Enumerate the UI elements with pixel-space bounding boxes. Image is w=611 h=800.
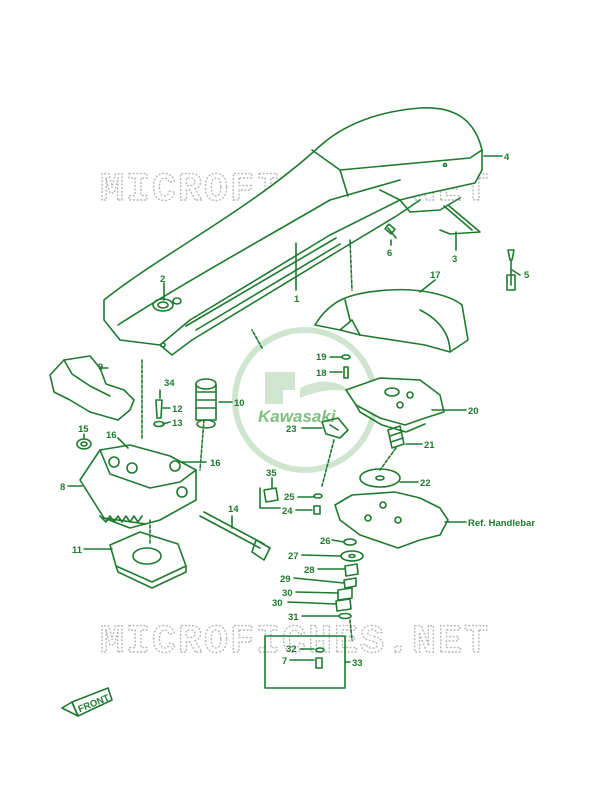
watermark-bottom: MICROFICHES.NET: [100, 620, 490, 665]
holder-plate-20: [345, 377, 445, 433]
bolt-6: [384, 223, 397, 239]
callout-9: 9: [98, 362, 103, 373]
leader-lines: [67, 155, 521, 663]
callout-24: 24: [282, 506, 293, 517]
callout-31: 31: [288, 612, 299, 623]
callout-6: 6: [387, 248, 392, 259]
callout-15: 15: [78, 424, 89, 435]
pivot-bracket-8: [79, 444, 197, 529]
callout-16b: 16: [210, 458, 221, 469]
callout-13: 13: [172, 418, 183, 429]
bolt-24-25: [313, 493, 323, 515]
callout-17: 17: [430, 270, 441, 281]
callout-2: 2: [160, 274, 165, 285]
callout-12: 12: [172, 404, 183, 415]
callout-20: 20: [468, 406, 479, 417]
callout-19: 19: [316, 352, 327, 363]
front-badge: FRONT: [61, 687, 113, 717]
washer-22: [359, 468, 401, 488]
kit-35: [259, 487, 281, 509]
stay-bracket: [439, 204, 481, 235]
callout-10: 10: [234, 398, 245, 409]
callout-35: 35: [266, 468, 277, 479]
callout-29: 29: [280, 574, 291, 585]
base-plate-11: [109, 531, 187, 589]
callout-1: 1: [294, 294, 300, 305]
callout-5: 5: [524, 270, 530, 281]
callout-14: 14: [228, 504, 239, 515]
front-text: FRONT: [77, 693, 112, 716]
callout-22: 22: [420, 478, 431, 489]
clamp-23: [321, 417, 349, 439]
bolt-12-13: [153, 399, 165, 428]
callout-30b: 30: [272, 598, 283, 609]
callout-7: 7: [282, 656, 287, 667]
spacer-21: [387, 425, 405, 449]
rivet-5: [506, 249, 516, 291]
callout-32: 32: [286, 644, 297, 655]
cover-17: [314, 288, 469, 353]
callout-8: 8: [60, 482, 65, 493]
callout-23: 23: [286, 424, 297, 435]
grip-9: [49, 355, 135, 421]
callout-18: 18: [316, 368, 327, 379]
callout-30a: 30: [282, 588, 293, 599]
callout-21: 21: [424, 440, 435, 451]
callout-16a: 16: [106, 430, 117, 441]
part-callouts: 1 2 3 4 5 6 7 8 9 10 11 12 13 14 15 16 1…: [60, 152, 535, 669]
callout-3: 3: [452, 254, 457, 265]
callout-25: 25: [284, 492, 295, 503]
handle-pole: [103, 107, 483, 356]
callout-28: 28: [304, 565, 315, 576]
callout-26: 26: [320, 536, 331, 547]
callout-27: 27: [288, 551, 299, 562]
nut-15: [76, 438, 92, 450]
kawasaki-text: Kawasaki: [258, 407, 337, 426]
bolt-18-19: [341, 354, 351, 379]
callout-4: 4: [504, 152, 510, 163]
long-bolt-14: [199, 511, 271, 561]
handlebar-plate: [334, 491, 449, 549]
callout-33: 33: [352, 658, 363, 669]
callout-34: 34: [164, 378, 175, 389]
callout-ref-handlebar: Ref. Handlebar: [468, 518, 535, 529]
bellows-10: [195, 378, 217, 429]
bolt-stack-26-31: [335, 538, 364, 620]
callout-11: 11: [72, 545, 83, 556]
